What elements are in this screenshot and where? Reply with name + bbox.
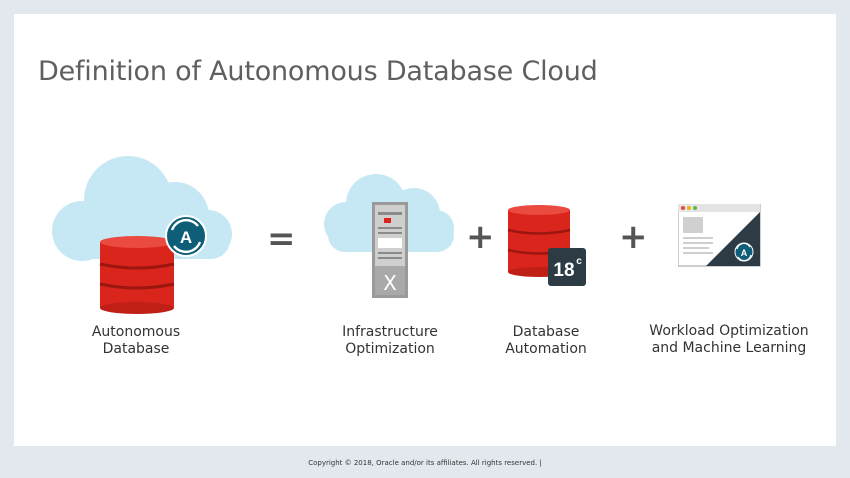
autonomous-badge-icon: A [165,215,207,257]
caption-database-automation: Database Automation [476,324,616,358]
database-18c-icon: 18 c [507,205,586,286]
slide-title: Definition of Autonomous Database Cloud [38,56,598,87]
plus-sign-1: + [466,217,495,257]
window-maximize-dot [693,206,697,210]
caption-line: Infrastructure [342,324,438,340]
caption-line: Database [512,324,580,340]
caption-line: Workload Optimization [649,323,809,339]
database-cylinder [99,236,175,314]
server-rack-icon: X [372,202,408,298]
caption-line: Optimization [345,341,435,357]
server-mark: X [383,271,397,295]
workload-window-icon: A [678,204,761,267]
slide: Definition of Autonomous Database Cloud … [14,14,836,446]
version-badge-icon: 18 c [548,248,586,286]
caption-autonomous-database: Autonomous Database [66,324,206,358]
caption-line: Automation [505,341,587,357]
caption-infrastructure-optimization: Infrastructure Optimization [320,324,460,358]
autonomous-badge-icon: A [734,242,754,262]
caption-workload-optimization: Workload Optimization and Machine Learni… [638,323,820,357]
autonomous-database-cloud-icon: A [52,156,232,314]
version-suffix: c [576,256,582,267]
autonomous-badge-letter: A [180,228,192,247]
plus-sign-2: + [619,217,648,257]
exadata-cloud-icon: X [324,174,454,298]
window-minimize-dot [687,206,691,210]
caption-line: and Machine Learning [651,340,807,356]
autonomous-badge-letter: A [741,248,748,258]
window-close-dot [681,206,685,210]
caption-line: Autonomous [91,324,181,340]
equals-sign: = [267,219,296,259]
version-number: 18 [553,260,574,281]
caption-line: Database [102,341,170,357]
copyright-footer: Copyright © 2018, Oracle and/or its affi… [308,459,542,467]
